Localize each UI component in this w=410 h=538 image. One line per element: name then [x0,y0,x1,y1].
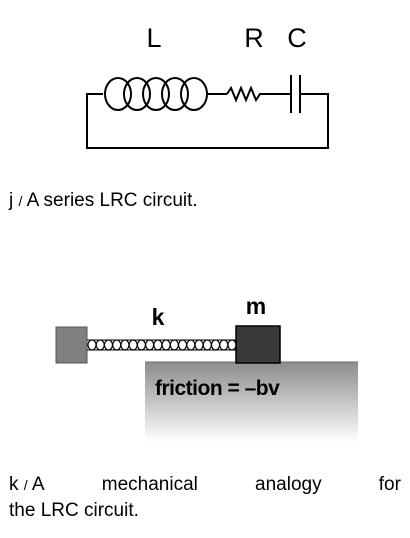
caption-k-line-1: k / A mechanical analogy for [9,472,401,498]
caption-j: j / A series LRC circuit. [9,188,198,214]
spring-loop [169,339,179,351]
capacitor-label: C [287,23,307,53]
spring-loop [136,339,147,351]
caption-tag: j [9,190,14,211]
caption-word: mechanical [101,474,198,495]
caption-lead: k / A [9,472,45,498]
caption-tag: k [9,474,19,495]
mass-block [235,325,281,364]
spring-coil [87,339,237,351]
resistor-zigzag [226,85,263,103]
caption-word: A [31,474,45,495]
caption-word: for [378,474,401,495]
spring-loop [219,339,229,351]
spring-loop [177,339,188,351]
caption-word: analogy [255,474,322,495]
spring-loop [161,339,171,351]
caption-text: A series LRC circuit. [26,190,198,211]
spring-loop [112,339,122,351]
mass-label: m [246,293,266,319]
inductor-label: L [146,23,161,53]
spring-loop [210,339,221,351]
caption-separator: / [23,477,28,493]
resistor-label: R [244,23,264,53]
friction-surface [145,362,358,442]
spring-loop [95,339,105,351]
wall-block [55,326,88,364]
spring-loop [194,339,204,351]
spring-loop [120,339,130,351]
caption-separator: / [18,193,23,209]
capacitor-plates [290,75,314,113]
circuit-wire [86,93,329,149]
spring-loop [202,339,212,351]
spring-loop [153,339,163,351]
caption-k: k / A mechanical analogy for the LRC cir… [9,472,401,524]
spring-loop [103,339,114,351]
spring-constant-label: k [152,304,165,330]
spring-loop [186,339,196,351]
spring-loop [145,339,155,351]
inductor-coil [104,77,208,111]
spring-loop [128,339,138,351]
friction-label: friction = –bv [155,377,280,400]
spring-loop [87,339,97,351]
caption-k-line-2: the LRC circuit. [9,500,139,521]
spring-loop [227,339,237,351]
